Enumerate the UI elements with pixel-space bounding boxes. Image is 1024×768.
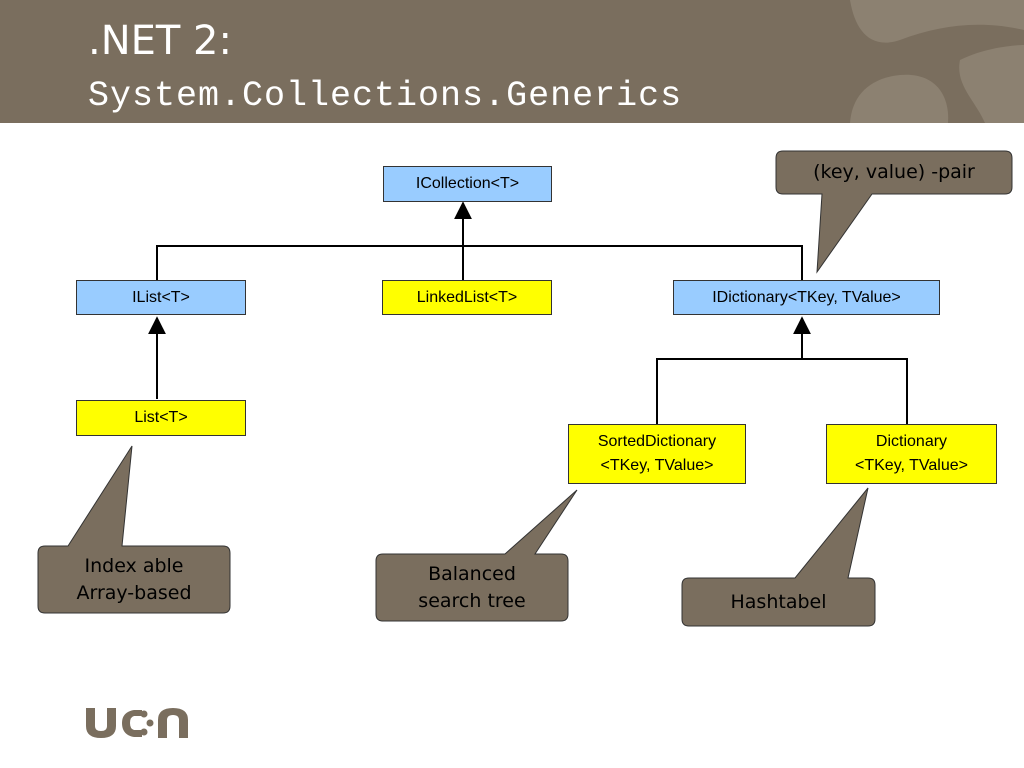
callout-balanced-line1: Balanced	[428, 562, 516, 585]
node-sorteddictionary: SortedDictionary <TKey, TValue>	[568, 424, 746, 484]
callout-indexable: Index able Array-based	[38, 546, 230, 613]
node-sorteddictionary-line1: SortedDictionary	[597, 433, 717, 450]
slide-header: .NET 2: System.Collections.Generics	[0, 0, 1024, 123]
node-dictionary-line2: <TKey, TValue>	[855, 457, 968, 474]
node-ilist-label: IList<T>	[132, 288, 190, 306]
callout-indexable-line1: Index able	[84, 554, 184, 577]
node-list: List<T>	[76, 400, 246, 436]
callout-indexable-line2: Array-based	[76, 581, 192, 604]
node-icollection-label: ICollection<T>	[415, 175, 520, 192]
node-ilist: IList<T>	[76, 280, 246, 315]
node-sorteddictionary-line2: <TKey, TValue>	[600, 457, 714, 474]
callout-hashtabel-text: Hashtabel	[730, 590, 827, 613]
callout-keyvalue-shape	[775, 150, 1013, 274]
node-idictionary: IDictionary<TKey, TValue>	[673, 280, 940, 315]
callout-balanced: Balanced search tree	[376, 554, 568, 621]
node-dictionary: Dictionary <TKey, TValue>	[826, 424, 997, 484]
ucn-logo	[86, 708, 188, 738]
callout-indexable-shape	[37, 445, 231, 614]
idictionary-connector	[656, 316, 908, 424]
node-icollection: ICollection<T>	[383, 166, 552, 202]
slide-title: .NET 2:	[88, 18, 232, 64]
callout-balanced-line2: search tree	[418, 589, 526, 612]
node-linkedlist-label: LinkedList<T>	[416, 288, 518, 306]
callout-hashtabel-shape	[681, 487, 876, 627]
node-list-label: List<T>	[134, 409, 188, 426]
callout-balanced-shape	[375, 489, 578, 622]
icollection-connector	[156, 201, 803, 280]
node-dictionary-line1: Dictionary	[875, 433, 948, 450]
callout-keyvalue: (key, value) -pair	[776, 151, 1012, 194]
callout-keyvalue-text: (key, value) -pair	[813, 161, 975, 183]
node-idictionary-label: IDictionary<TKey, TValue>	[712, 288, 901, 306]
slide-subtitle: System.Collections.Generics	[88, 76, 683, 116]
node-linkedlist: LinkedList<T>	[382, 280, 552, 315]
header-decoration	[850, 0, 1024, 123]
callout-hashtabel: Hashtabel	[682, 578, 875, 626]
